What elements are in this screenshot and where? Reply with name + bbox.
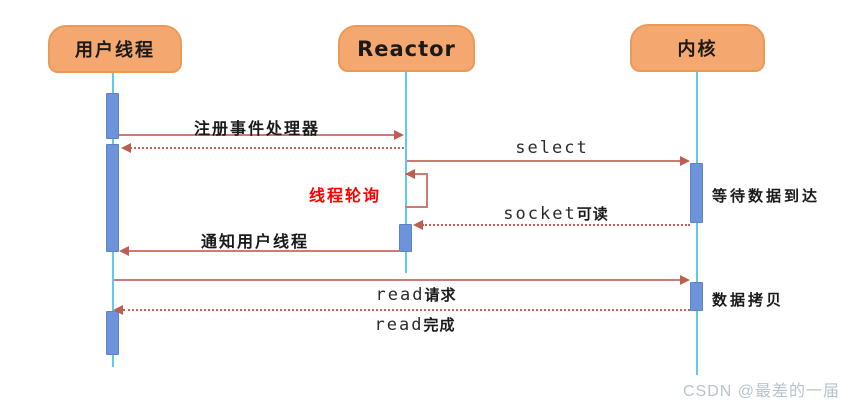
activation-kernel-wait bbox=[690, 163, 703, 223]
arrow-thread-polling-head-icon bbox=[405, 169, 415, 179]
arrow-read-complete-head-icon bbox=[113, 305, 123, 315]
message-read-complete-label: read完成 bbox=[375, 314, 456, 335]
actor-user-thread-label: 用户线程 bbox=[75, 40, 155, 60]
activation-user-3 bbox=[106, 311, 119, 355]
arrow-select-head-icon bbox=[680, 156, 690, 166]
arrow-select-line bbox=[407, 160, 680, 162]
arrow-register-line bbox=[119, 134, 395, 136]
actor-reactor: Reactor bbox=[338, 25, 475, 72]
actor-user-thread: 用户线程 bbox=[48, 25, 182, 73]
message-read-complete-latin: read bbox=[374, 315, 424, 335]
arrow-socket-readable-line bbox=[422, 224, 690, 226]
arrow-socket-readable-head-icon bbox=[413, 220, 423, 230]
message-socket-readable-cjk: 可读 bbox=[576, 206, 609, 223]
message-read-complete-cjk: 完成 bbox=[423, 317, 456, 334]
arrow-register-return-head-icon bbox=[121, 143, 131, 153]
message-notify-label: 通知用户线程 bbox=[200, 234, 310, 251]
message-socket-readable-label: socket可读 bbox=[503, 203, 608, 224]
activation-user-2 bbox=[106, 144, 119, 252]
message-read-request-latin: read bbox=[375, 285, 425, 305]
actor-reactor-label: Reactor bbox=[357, 36, 456, 61]
message-read-request-cjk: 请求 bbox=[424, 287, 457, 304]
lifeline-kernel bbox=[696, 72, 698, 375]
activation-user-1 bbox=[106, 93, 119, 139]
arrow-read-complete-line bbox=[123, 309, 690, 311]
actor-kernel-label: 内核 bbox=[677, 39, 718, 59]
note-data-copy: 数据拷贝 bbox=[712, 292, 785, 309]
arrow-thread-polling-loop bbox=[405, 173, 428, 208]
note-wait-for-data: 等待数据到达 bbox=[712, 188, 821, 205]
arrow-read-request-head-icon bbox=[680, 275, 690, 285]
message-socket-readable-latin: socket bbox=[503, 204, 577, 224]
csdn-watermark: CSDN @最差的一届 bbox=[683, 383, 841, 400]
message-select-text: select bbox=[515, 138, 589, 158]
arrow-register-return-line bbox=[130, 147, 404, 149]
message-register-label: 注册事件处理器 bbox=[193, 121, 321, 138]
message-read-request-label: read请求 bbox=[376, 284, 457, 305]
arrow-notify-head-icon bbox=[119, 246, 129, 256]
arrow-notify-line bbox=[129, 250, 399, 252]
arrow-read-request-line bbox=[114, 279, 680, 281]
actor-kernel: 内核 bbox=[630, 24, 765, 72]
arrow-register-head-icon bbox=[394, 130, 404, 140]
message-thread-polling-label: 线程轮询 bbox=[308, 188, 382, 205]
activation-reactor bbox=[399, 224, 412, 252]
message-select-label: select bbox=[515, 138, 588, 158]
activation-kernel-copy bbox=[690, 282, 703, 311]
